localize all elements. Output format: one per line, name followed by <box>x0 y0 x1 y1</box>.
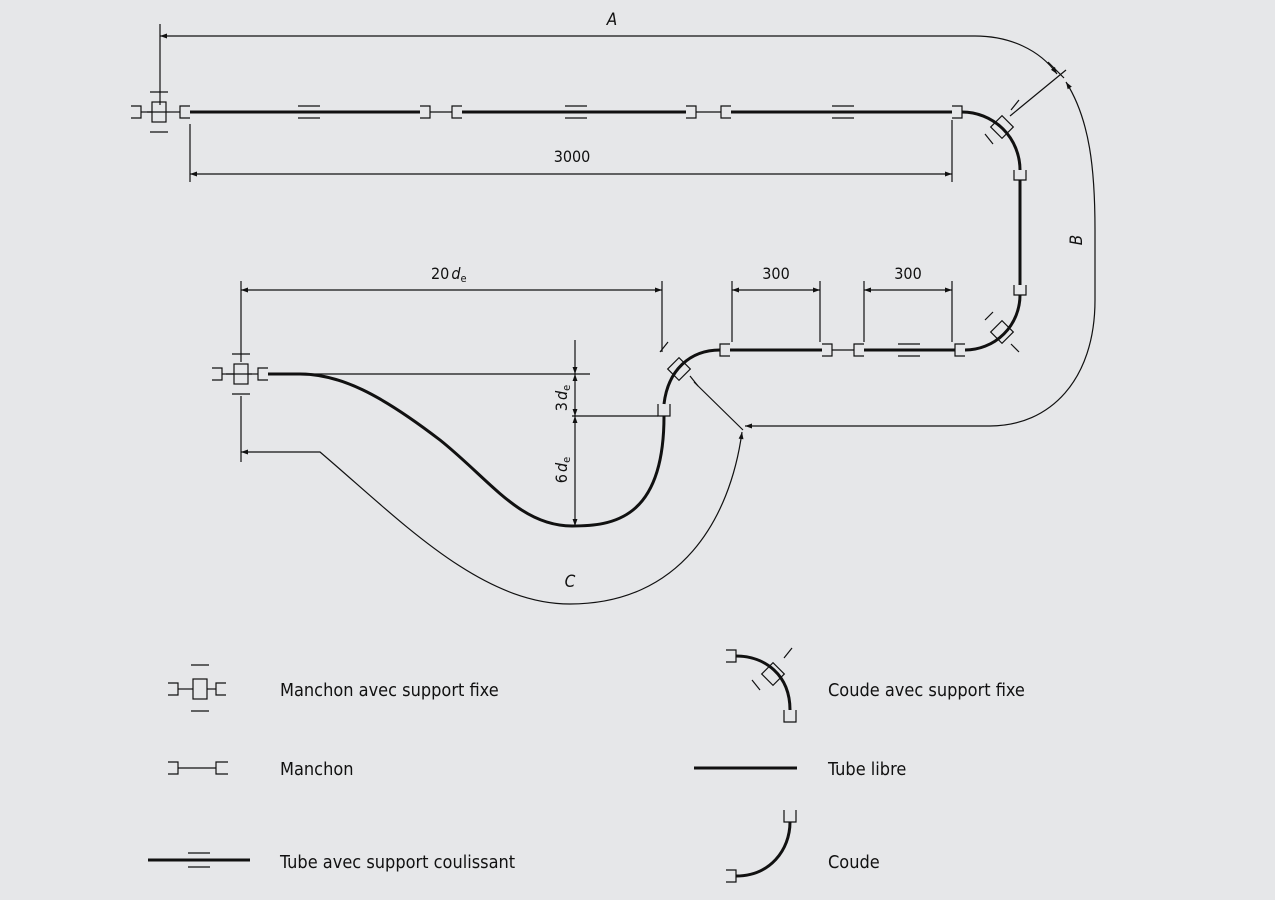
elbow-fixed-support-middle <box>659 341 699 387</box>
dimension-b-label: B <box>1067 235 1087 246</box>
dimension-6de-label: 6de <box>552 457 573 483</box>
legend-coupling-icon <box>168 761 228 775</box>
svg-text:3de: 3de <box>552 385 573 411</box>
coupling-symbol-2 <box>686 105 731 119</box>
legend-tube-libre-label: Tube libre <box>827 759 906 780</box>
dimension-300-right-label: 300 <box>894 264 921 283</box>
legend-sliding-tube-icon <box>148 852 250 868</box>
legend-elbow-icon <box>726 810 797 883</box>
legend-tube-coulissant-label: Tube avec support coulissant <box>279 852 515 873</box>
fixed-coupling-symbol-top <box>131 91 190 133</box>
legend: Manchon avec support fixe Manchon Tube a… <box>148 647 1025 883</box>
legend-manchon-label: Manchon <box>280 759 354 780</box>
svg-text:6de: 6de <box>552 457 573 483</box>
coupling-symbol-1 <box>420 105 462 119</box>
legend-fixed-coupling-icon <box>168 664 226 712</box>
legend-manchon-fixe-label: Manchon avec support fixe <box>280 680 499 701</box>
dimension-3000-label: 3000 <box>554 147 591 166</box>
dimension-300-left-label: 300 <box>762 264 789 283</box>
dimension-3de-label: 3de <box>552 385 573 411</box>
coupling-symbol-3 <box>822 343 864 357</box>
legend-coude-fixe-label: Coude avec support fixe <box>828 680 1025 701</box>
legend-coude-label: Coude <box>828 852 880 873</box>
dimension-a-label: A <box>606 10 617 30</box>
right-loop <box>961 99 1027 353</box>
legend-elbow-fixed-icon <box>726 647 797 723</box>
dimension-lines <box>159 24 1096 605</box>
dimension-c-label: C <box>565 572 576 592</box>
elbow-fixed-support-top-right <box>984 99 1020 145</box>
fixed-coupling-symbol-bottom <box>212 353 268 395</box>
top-pipe-run <box>131 91 963 133</box>
middle-pipe-run <box>212 341 965 528</box>
